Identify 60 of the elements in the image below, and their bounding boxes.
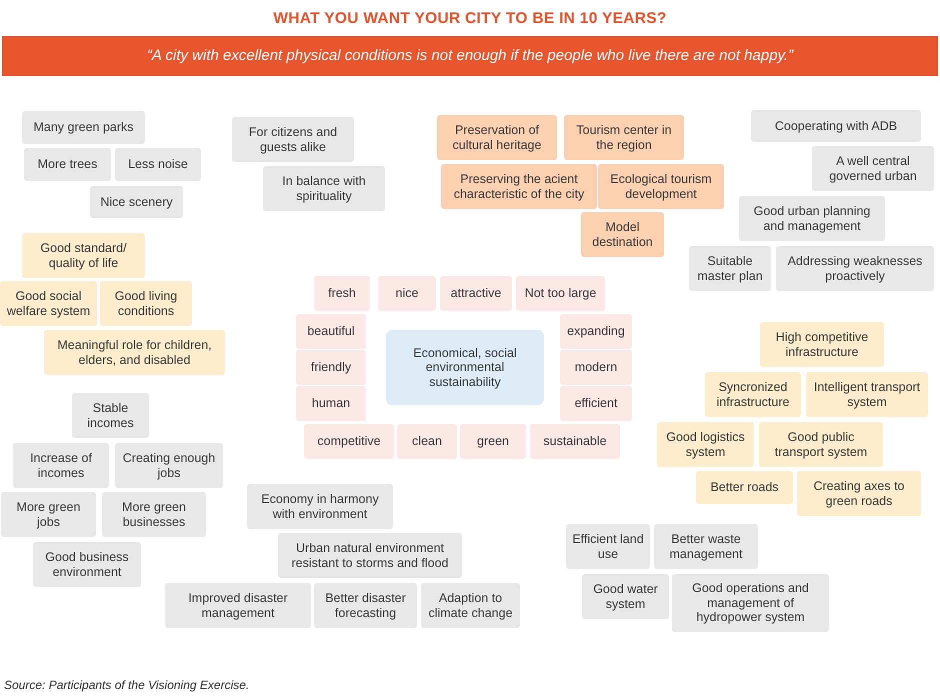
idea-box: A well central governed urban [812,146,934,191]
attribute-box: modern [560,350,632,385]
idea-box: Model destination [581,212,664,257]
idea-box: More green jobs [1,492,96,537]
central-box: Economical, social environmental sustainability [386,330,544,405]
idea-box: Better waste management [654,524,758,569]
attribute-box: human [296,386,366,421]
idea-box: Good urban planning and management [739,196,885,241]
idea-box: Less noise [115,148,201,181]
idea-box: Creating enough jobs [115,443,223,488]
idea-box: Good operations and management of hydropower system [672,574,829,632]
idea-box: More trees [24,148,111,181]
idea-box: Improved disaster management [165,583,311,628]
attribute-box: expanding [560,314,632,349]
idea-box: High competitive infrastructure [760,322,884,367]
title: WHAT YOU WANT YOUR CITY TO BE IN 10 YEARS? [272,10,668,28]
idea-box: Increase of incomes [13,443,109,488]
source-note: Source: Participants of the Visioning Exercise. [4,678,250,692]
idea-box: Nice scenery [90,186,183,218]
idea-box: Economy in harmony with environment [247,484,393,529]
attribute-box: efficient [560,386,632,421]
attribute-box: green [460,424,526,459]
idea-box: Adaption to climate change [421,583,520,628]
idea-box: Stable incomes [72,393,149,438]
attribute-box: nice [378,276,436,311]
attribute-box: competitive [304,424,394,459]
attribute-box: attractive [440,276,512,311]
idea-box: Intelligent transport system [806,372,928,417]
idea-box: Urban natural environment resistant to storms and flood [278,533,462,578]
idea-box: Better roads [696,471,793,504]
idea-box: Good public transport system [759,422,883,467]
attribute-box: clean [397,424,457,459]
idea-box: Good social welfare system [0,281,97,326]
idea-box: In balance with spirituality [263,166,385,211]
idea-box: For citizens and guests alike [232,117,354,162]
idea-box: Good standard/ quality of life [22,233,145,278]
idea-box: Meaningful role for children, elders, and disabled [44,330,225,375]
idea-box: Good business environment [33,542,141,587]
idea-box: Syncronized infrastructure [705,372,801,417]
attribute-box: fresh [314,276,370,311]
attribute-box: Not too large [516,276,605,311]
idea-box: Suitable master plan [689,246,771,291]
idea-box: Good water system [582,574,669,619]
idea-box: Many green parks [22,111,145,144]
idea-box: Good logistics system [657,422,754,467]
idea-box: Efficient land use [566,524,650,569]
idea-box: Addressing weaknesses proactively [776,246,934,291]
idea-box: Good living conditions [100,281,192,326]
idea-box: Preserving the acient characteristic of the city [441,164,597,209]
idea-box: Cooperating with ADB [751,110,921,142]
idea-box: Ecological tourism development [598,164,724,209]
attribute-box: sustainable [530,424,620,459]
quote-banner: “A city with excellent physical conditions is not enough if the people who live there are not happy.” [2,36,938,76]
idea-box: Better disaster forecasting [314,583,417,628]
idea-box: Preservation of cultural heritage [437,115,557,160]
attribute-box: friendly [296,350,366,385]
attribute-box: beautiful [296,314,366,349]
idea-box: Tourism center in the region [564,115,684,160]
idea-box: Creating axes to green roads [797,471,921,516]
idea-box: More green businesses [102,492,206,537]
